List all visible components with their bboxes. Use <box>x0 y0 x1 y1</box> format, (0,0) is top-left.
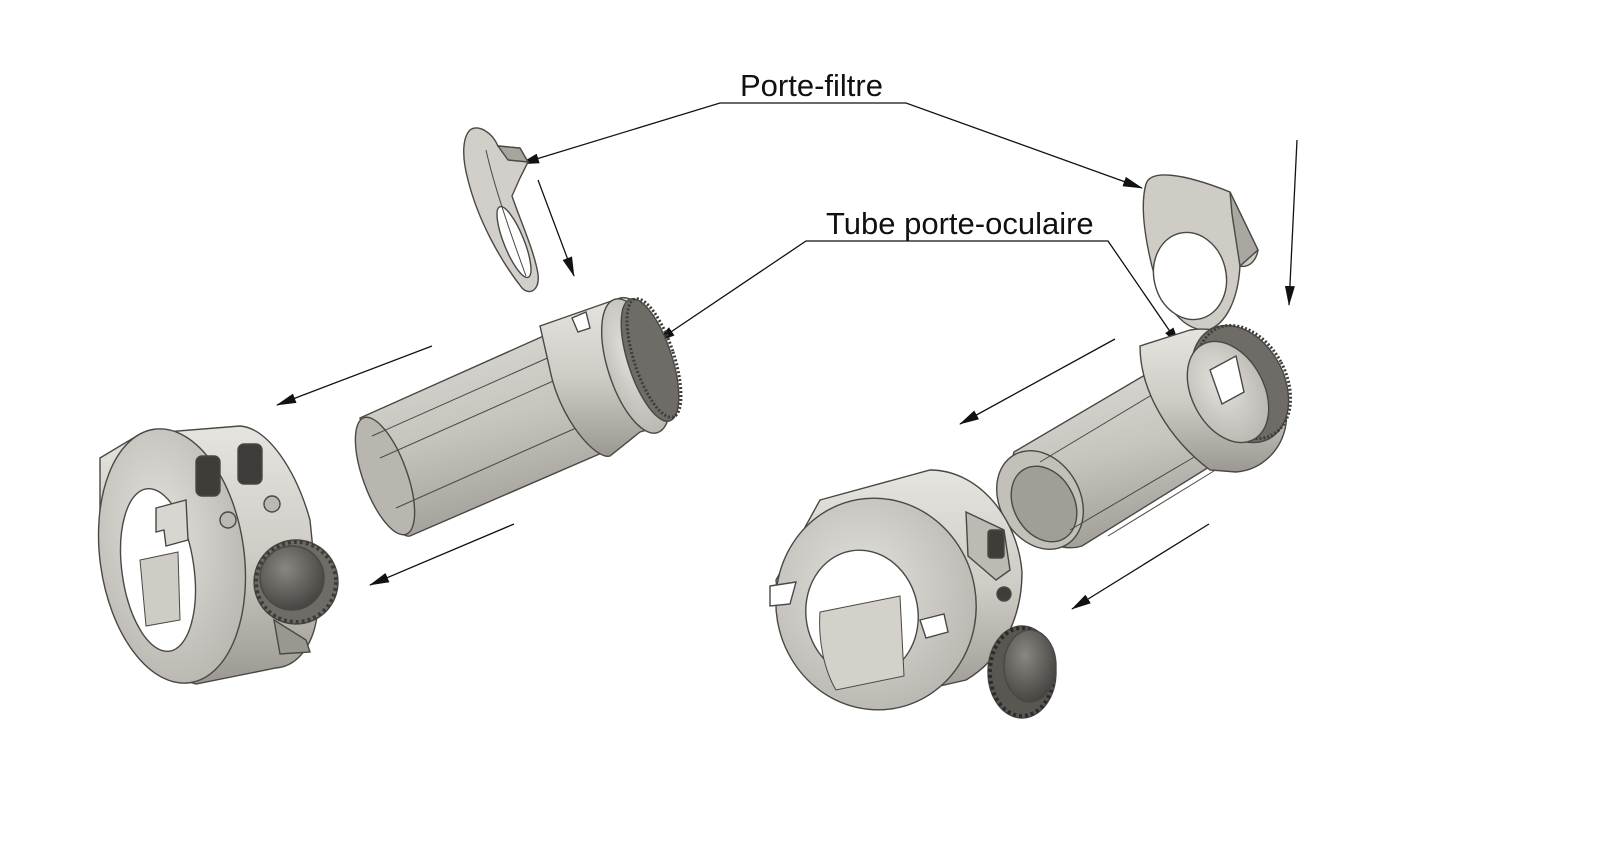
arrow-filter-right-down <box>1284 139 1298 306</box>
filter-holder-left <box>463 127 539 293</box>
arrow-filter-left-down <box>537 179 575 277</box>
label-filter-holder: Porte-filtre <box>519 68 1143 189</box>
filter-holder-label: Porte-filtre <box>740 68 883 103</box>
eyepiece-tube-right <box>995 323 1293 550</box>
base-clamp-right <box>769 469 1057 719</box>
arrow-tube-right-upper <box>959 338 1116 425</box>
filter-holder-right <box>1142 174 1259 331</box>
arrow-tube-left-lower <box>369 523 515 586</box>
eyepiece-tube-left <box>354 297 683 537</box>
eyepiece-tube-label: Tube porte-oculaire <box>826 206 1094 241</box>
assembly-arrows <box>276 139 1298 610</box>
arrow-tube-left-upper <box>276 345 433 406</box>
arrow-tube-right-lower <box>1071 523 1210 610</box>
base-clamp-left <box>97 425 339 685</box>
label-eyepiece-tube: Tube porte-oculaire <box>655 206 1181 347</box>
